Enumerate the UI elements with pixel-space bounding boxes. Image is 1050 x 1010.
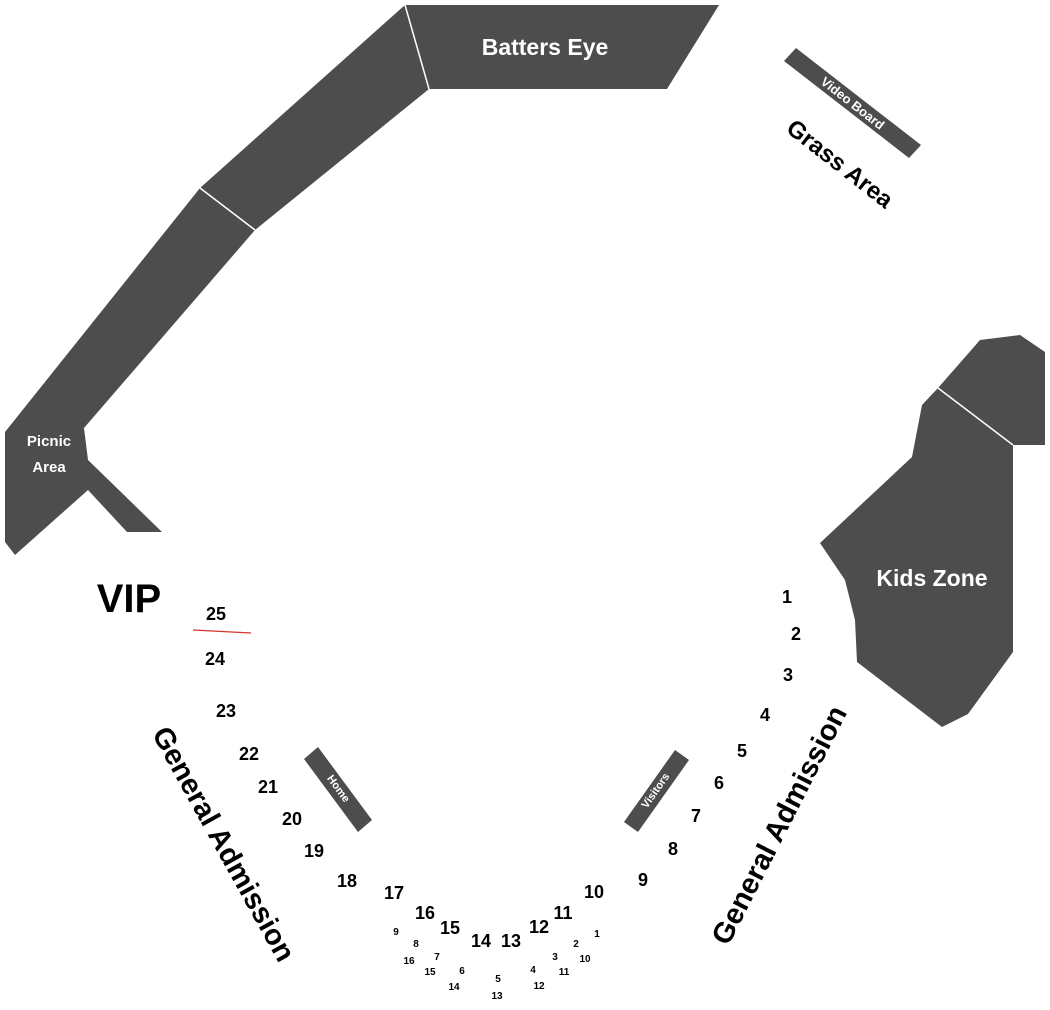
box-9[interactable]: 9 [393, 927, 399, 938]
section-25-underline [192, 629, 252, 634]
box-7[interactable]: 7 [434, 952, 440, 963]
section-4[interactable]: 4 [760, 705, 770, 725]
section-11[interactable]: 11 [553, 903, 572, 923]
section-13[interactable]: 13 [501, 931, 521, 951]
batters-eye-area[interactable] [405, 5, 719, 89]
general-admission-left-label: General Admission [145, 721, 301, 967]
box-3[interactable]: 3 [552, 952, 558, 963]
kids-zone-area[interactable] [820, 335, 1045, 727]
section-divider [199, 187, 256, 231]
vip-label: VIP [97, 577, 161, 621]
section-19[interactable]: 19 [304, 841, 324, 861]
section-2[interactable]: 2 [791, 624, 801, 644]
video-board-label: Video Board [818, 74, 887, 133]
kids-zone-label: Kids Zone [876, 565, 987, 591]
box-11[interactable]: 11 [559, 967, 570, 978]
box-10[interactable]: 10 [579, 954, 591, 965]
section-12[interactable]: 12 [529, 917, 549, 937]
picnic-area-label-line2: Area [32, 459, 66, 476]
section-5[interactable]: 5 [737, 741, 747, 761]
general-admission-right-label: General Admission [706, 701, 854, 950]
visitors-dugout [624, 750, 689, 832]
batters-eye-label: Batters Eye [482, 34, 609, 60]
box-12[interactable]: 12 [533, 981, 545, 992]
section-14[interactable]: 14 [471, 931, 491, 951]
section-17[interactable]: 17 [384, 883, 404, 903]
box-1[interactable]: 1 [594, 929, 600, 940]
box-14[interactable]: 14 [448, 982, 460, 993]
box-15[interactable]: 15 [424, 967, 436, 978]
box-2[interactable]: 2 [573, 939, 579, 950]
box-4[interactable]: 4 [530, 965, 536, 976]
box-16[interactable]: 16 [403, 956, 415, 967]
section-10[interactable]: 10 [584, 882, 604, 902]
section-divider [404, 4, 430, 90]
section-22[interactable]: 22 [239, 744, 259, 764]
box-8[interactable]: 8 [413, 939, 419, 950]
outfield-upper-left-area[interactable] [200, 5, 429, 230]
box-6[interactable]: 6 [459, 966, 465, 977]
section-divider [937, 387, 1014, 446]
section-20[interactable]: 20 [282, 809, 302, 829]
section-15[interactable]: 15 [440, 918, 460, 938]
section-3[interactable]: 3 [783, 665, 793, 685]
section-7[interactable]: 7 [691, 806, 701, 826]
section-6[interactable]: 6 [714, 773, 724, 793]
video-board [784, 48, 921, 158]
section-18[interactable]: 18 [337, 871, 357, 891]
box-5[interactable]: 5 [495, 974, 501, 985]
home-dugout [304, 747, 372, 832]
section-8[interactable]: 8 [668, 839, 678, 859]
outfield-left-area[interactable] [5, 188, 255, 555]
box-13[interactable]: 13 [491, 991, 503, 1002]
section-9[interactable]: 9 [638, 870, 648, 890]
section-1[interactable]: 1 [782, 587, 792, 607]
section-16[interactable]: 16 [415, 903, 435, 923]
section-24[interactable]: 24 [205, 649, 225, 669]
section-21[interactable]: 21 [258, 777, 278, 797]
section-25[interactable]: 25 [206, 604, 226, 624]
picnic-area-label-line1: Picnic [27, 433, 71, 450]
section-23[interactable]: 23 [216, 701, 236, 721]
